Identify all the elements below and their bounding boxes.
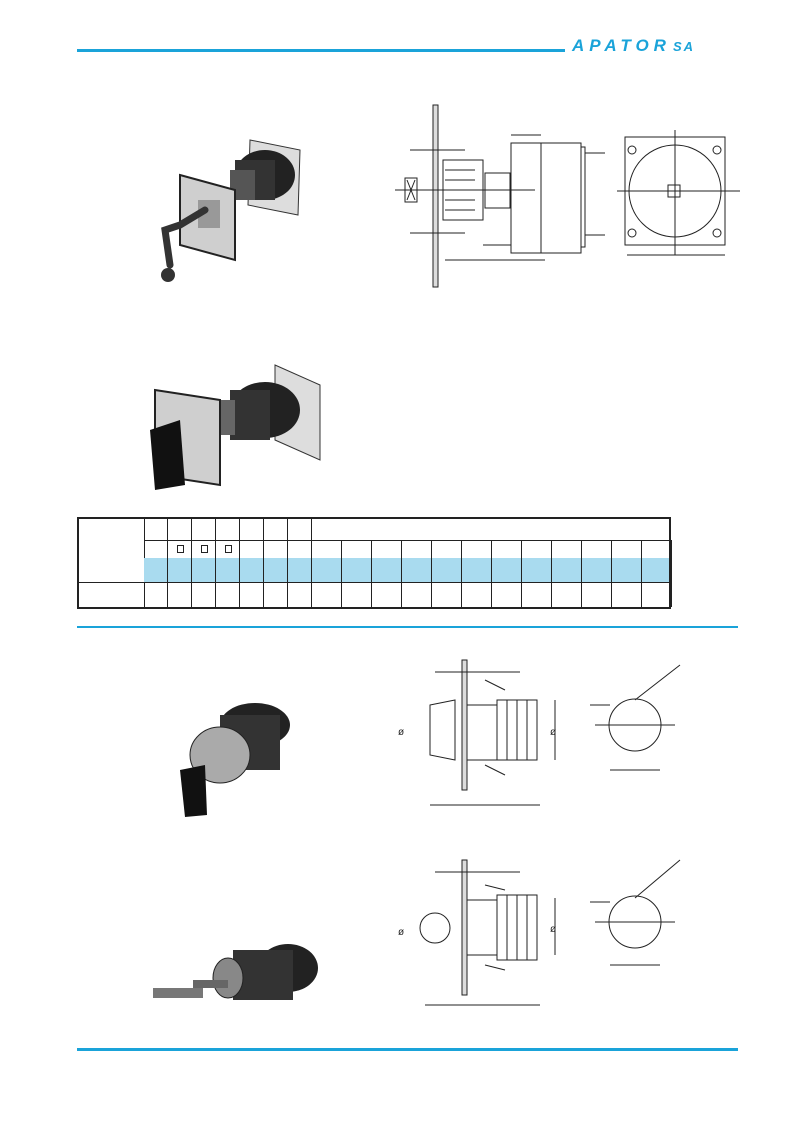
table-cell bbox=[215, 582, 240, 607]
svg-text:ø: ø bbox=[550, 727, 556, 738]
symbol-box bbox=[225, 545, 232, 553]
round-switch-with-knob bbox=[180, 703, 290, 817]
table-cell bbox=[521, 540, 552, 558]
table-cell bbox=[521, 558, 552, 582]
brand-suffix: SA bbox=[672, 39, 696, 54]
table-cell bbox=[461, 558, 492, 582]
table-cell bbox=[551, 558, 582, 582]
table-cell bbox=[461, 540, 492, 558]
table-row-highlighted bbox=[144, 558, 672, 583]
table-cell bbox=[581, 582, 612, 607]
table-cell bbox=[491, 540, 522, 558]
table-cell bbox=[461, 582, 492, 607]
svg-text:ø: ø bbox=[398, 727, 404, 738]
table-cell bbox=[581, 540, 612, 558]
table-cell bbox=[491, 558, 522, 582]
table-cell bbox=[431, 582, 462, 607]
cam-switch-panel-mount-drawing bbox=[395, 104, 740, 288]
table-cell bbox=[263, 540, 288, 558]
section-rule bbox=[77, 626, 738, 628]
table-cell bbox=[144, 540, 168, 558]
table-cell bbox=[263, 582, 288, 607]
table-cell bbox=[311, 558, 342, 582]
table-cell bbox=[287, 558, 312, 582]
table-cell bbox=[611, 558, 642, 582]
table-row bbox=[144, 519, 669, 541]
brand-name: APATOR bbox=[572, 36, 671, 55]
table-cell bbox=[401, 582, 432, 607]
svg-text:ø: ø bbox=[398, 927, 404, 938]
cam-switch-with-knob-handle bbox=[150, 364, 321, 490]
symbol-box bbox=[177, 545, 184, 553]
round-switch-key-drawing: ø ø bbox=[398, 859, 681, 1006]
table-cell bbox=[311, 582, 342, 607]
table-cell bbox=[167, 540, 192, 558]
table-cell bbox=[341, 558, 372, 582]
table-cell bbox=[191, 582, 216, 607]
table-cell bbox=[341, 582, 372, 607]
table-cell bbox=[191, 558, 216, 582]
table-cell bbox=[371, 558, 402, 582]
table-cell bbox=[311, 540, 342, 558]
symbol-box bbox=[201, 545, 208, 553]
table-cell bbox=[341, 540, 372, 558]
header-rule bbox=[77, 49, 565, 52]
table-cell bbox=[371, 540, 402, 558]
table-cell bbox=[551, 540, 582, 558]
table-cell bbox=[287, 582, 312, 607]
table-cell bbox=[641, 558, 672, 582]
table-cell bbox=[401, 558, 432, 582]
table-cell bbox=[239, 540, 264, 558]
table-cell bbox=[239, 582, 264, 607]
table-cell bbox=[641, 582, 672, 607]
table-row bbox=[144, 540, 672, 559]
table-cell bbox=[401, 540, 432, 558]
round-switch-with-key bbox=[153, 944, 318, 1000]
table-cell bbox=[371, 582, 402, 607]
table-cell bbox=[431, 558, 462, 582]
table-cell bbox=[144, 558, 168, 582]
footer-rule bbox=[77, 1048, 738, 1051]
table-cell bbox=[191, 540, 216, 558]
table-cell bbox=[611, 540, 642, 558]
table-cell bbox=[641, 540, 672, 558]
table-cell bbox=[431, 540, 462, 558]
table-cell bbox=[611, 582, 642, 607]
table-cell bbox=[239, 558, 264, 582]
table-cell bbox=[551, 582, 582, 607]
table-cell bbox=[491, 582, 522, 607]
table-cell bbox=[287, 540, 312, 558]
table-row bbox=[144, 582, 672, 607]
table-cell bbox=[263, 558, 288, 582]
spec-table bbox=[77, 517, 672, 609]
table-cell bbox=[167, 558, 192, 582]
table-cell bbox=[581, 558, 612, 582]
table-cell bbox=[215, 558, 240, 582]
table-cell bbox=[167, 582, 192, 607]
table-cell bbox=[215, 540, 240, 558]
round-switch-knob-drawing: ø ø bbox=[398, 659, 681, 806]
svg-text:ø: ø bbox=[550, 924, 556, 935]
cam-switch-with-lever-handle bbox=[161, 139, 301, 282]
table-cell bbox=[144, 582, 168, 607]
table-cell bbox=[521, 582, 552, 607]
